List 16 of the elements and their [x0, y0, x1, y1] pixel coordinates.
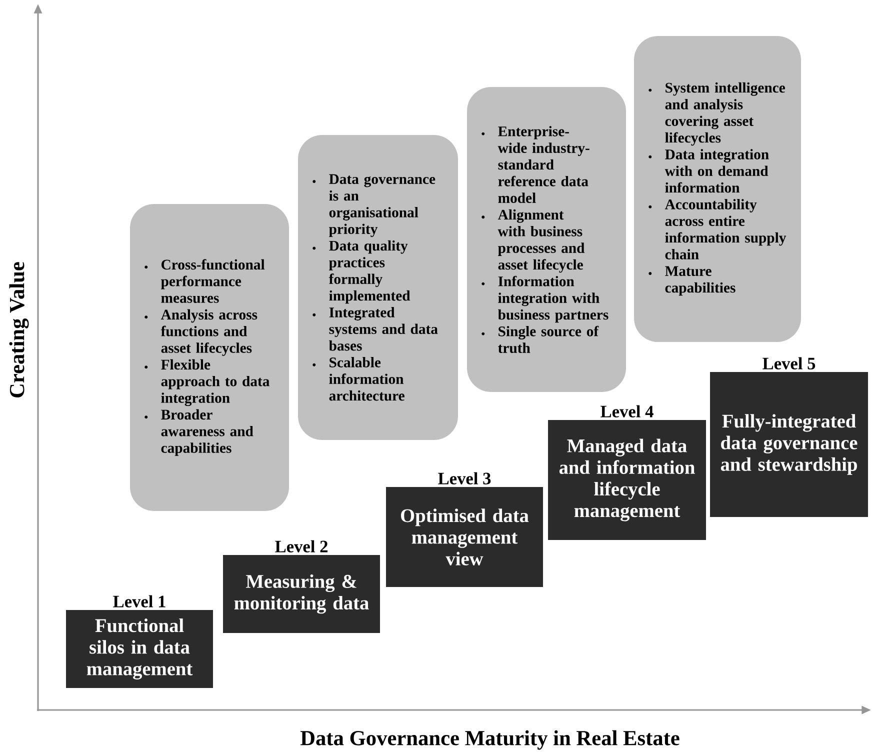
level-heading: Level 1	[113, 595, 166, 608]
level-heading: Level 3	[438, 472, 491, 484]
level-heading: Level 2	[275, 540, 328, 552]
axis-title: Creating Value	[9, 262, 29, 398]
level-box: Managed data and information lifecycle management	[548, 420, 706, 540]
info-box: Enterprise-wide industry-standard reference data model Alignment with business processes and asset lifecycle Information integration with business partners Single source of truth	[467, 87, 626, 392]
level-box: Optimised data management view	[386, 487, 543, 587]
level-box: Measuring & monitoring data	[223, 555, 380, 633]
level-box: Fully-integrated data governance and stewardship	[710, 372, 868, 517]
axis-title: Data Governance Maturity in Real Estate	[300, 730, 680, 750]
level-heading: Level 5	[762, 357, 816, 370]
info-box: System intelligence and analysis covering asset lifecycles Data integration with on demand information Accountability across entire information supply chain Mature capabilities	[634, 36, 801, 342]
level-heading: Level 4	[600, 405, 654, 418]
info-box: Data governance is an organisational priority Data quality practices formally implemented Integrated systems and data bases Scalable information architecture	[298, 135, 458, 440]
level-box: Functional silos in data management	[66, 610, 213, 688]
info-box: Cross-functional performance measures Analysis across functions and asset lifecycles Flexible approach to data integration Broader awareness and capabilities	[130, 204, 289, 511]
